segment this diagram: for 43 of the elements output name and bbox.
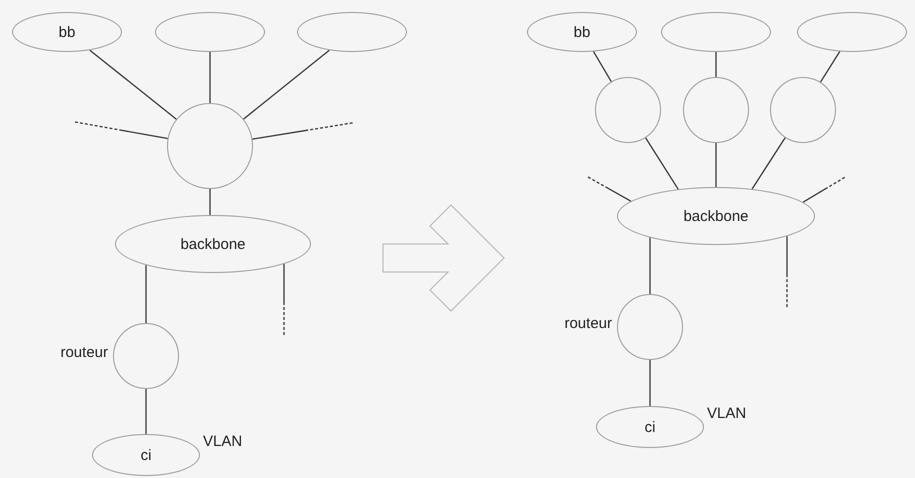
link-line — [243, 50, 330, 120]
ellipse-node — [596, 406, 704, 448]
stub-line — [588, 176, 632, 202]
node-caption: routeur — [60, 344, 108, 361]
node-label: backbone — [180, 236, 246, 252]
link-line — [645, 138, 679, 190]
circle-node — [167, 103, 253, 189]
circle-node — [113, 323, 179, 389]
node-label: bb — [574, 24, 590, 40]
node-caption: VLAN — [203, 433, 242, 450]
link-line — [715, 143, 717, 187]
stub-line — [802, 175, 848, 203]
node-caption: routeur — [564, 315, 612, 332]
ellipse-node — [92, 434, 200, 476]
link-line — [89, 50, 177, 120]
ellipse-node — [617, 187, 815, 245]
node-label: ci — [140, 446, 152, 464]
ellipse-node — [797, 12, 907, 52]
link-line — [649, 238, 651, 294]
circle-node — [617, 294, 683, 360]
link-line — [145, 389, 147, 434]
ellipse-node — [115, 215, 311, 273]
ellipse-node — [155, 12, 265, 52]
ellipse-node — [527, 12, 637, 52]
node-label: ci — [644, 418, 656, 436]
link-line — [820, 51, 840, 82]
link-line — [649, 360, 651, 406]
ellipse-node — [297, 12, 407, 52]
link-line — [209, 189, 211, 216]
node-label: backbone — [683, 208, 749, 224]
ellipse-node — [12, 12, 122, 52]
link-line — [592, 51, 612, 82]
circle-node — [595, 77, 661, 143]
node-label: bb — [58, 24, 76, 40]
link-line — [715, 52, 717, 77]
node-caption: VLAN — [707, 405, 746, 422]
link-line — [209, 52, 211, 103]
stub-line — [74, 121, 168, 140]
circle-node — [683, 77, 749, 143]
link-line — [752, 137, 786, 190]
circle-node — [770, 77, 836, 143]
ellipse-node — [661, 12, 771, 52]
link-line — [145, 265, 147, 323]
